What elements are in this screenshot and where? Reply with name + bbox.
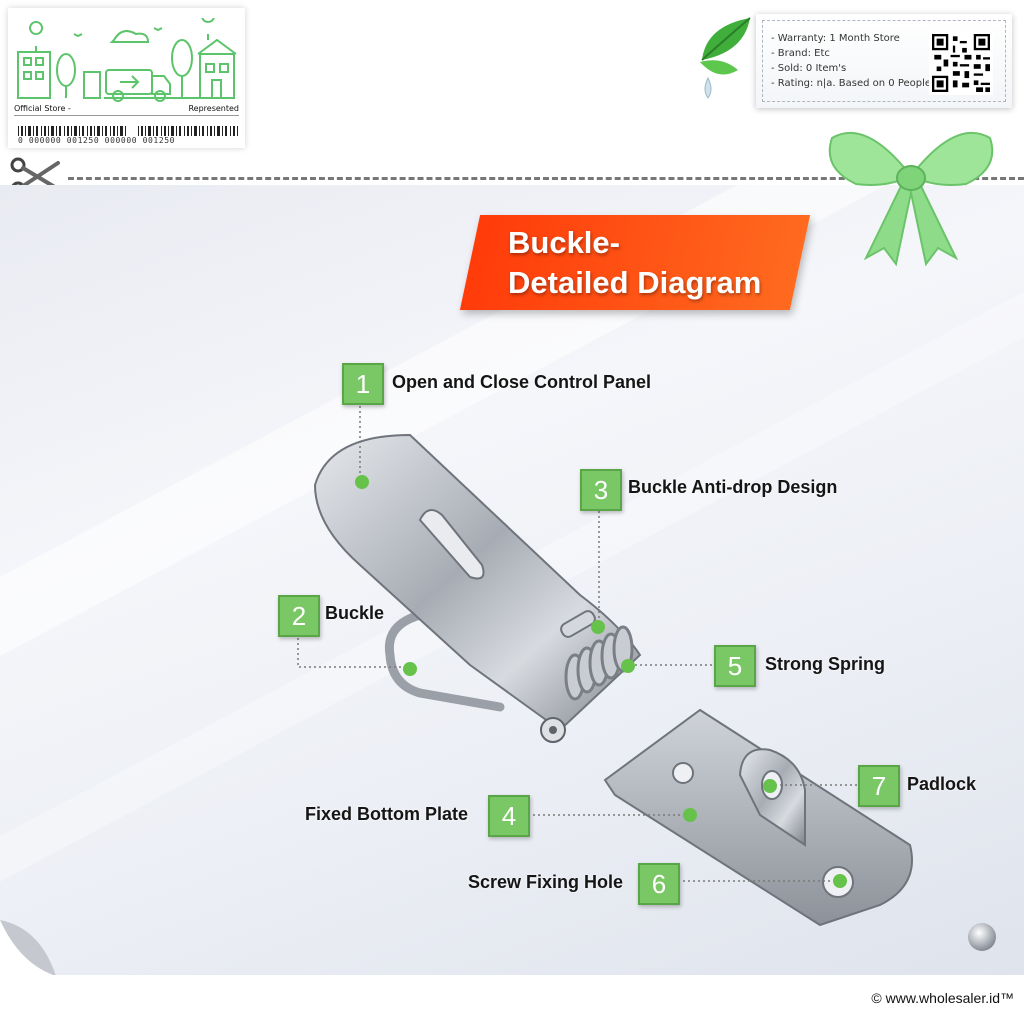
copyright-text: © www.wholesaler.id™ <box>871 990 1014 1006</box>
callout-1-badge: 1 <box>342 363 384 405</box>
rating-text: - Rating: n|a. Based on 0 People <box>771 78 932 89</box>
green-bow-icon <box>828 131 994 267</box>
barcode-number: 0 000000 001250 000000 001250 <box>18 136 176 145</box>
rivet-icon <box>968 923 996 951</box>
barcode-icon <box>18 126 238 136</box>
callout-2-label: Buckle <box>325 603 385 623</box>
point-2-dot <box>403 662 417 676</box>
sold-text: - Sold: 0 Item's <box>771 63 847 74</box>
title-line-2: Detailed Diagram <box>508 265 762 300</box>
callout-4-label: Fixed Bottom Plate <box>305 804 469 824</box>
point-4-dot <box>683 808 697 822</box>
cut-line <box>68 177 1024 180</box>
qr-code-icon <box>929 31 993 95</box>
point-5-dot <box>621 659 635 673</box>
diagram-panel: Buckle- Detailed Diagram <box>0 185 1024 975</box>
callout-1-label: Open and Close Control Panel <box>392 372 652 392</box>
callout-3-label: Buckle Anti-drop Design <box>628 477 838 497</box>
callout-7-label: Padlock <box>907 774 977 794</box>
point-6-dot <box>833 874 847 888</box>
city-illustration-icon <box>17 18 237 102</box>
store-card: Official Store - Represented 0 00000 <box>8 8 245 148</box>
point-3-dot <box>591 620 605 634</box>
callout-6-label: Screw Fixing Hole <box>468 872 624 892</box>
info-card-border: - Warranty: 1 Month Store - Brand: Etc -… <box>762 20 1006 102</box>
callout-4-badge: 4 <box>488 795 530 837</box>
leaf-icon <box>700 17 751 99</box>
title-line-1: Buckle- <box>508 225 620 260</box>
buckle-latch-illustration <box>313 433 913 927</box>
point-1-dot <box>355 475 369 489</box>
warranty-text: - Warranty: 1 Month Store <box>771 33 900 44</box>
callout-5-badge: 5 <box>714 645 756 687</box>
diagram-title: Buckle- Detailed Diagram <box>508 223 761 303</box>
callout-3-badge: 3 <box>580 469 622 511</box>
callout-7-badge: 7 <box>858 765 900 807</box>
represented-label: Represented <box>188 104 239 113</box>
product-info-card: - Warranty: 1 Month Store - Brand: Etc -… <box>756 14 1012 108</box>
info-lines: - Warranty: 1 Month Store - Brand: Etc -… <box>771 31 931 91</box>
callout-6-badge: 6 <box>638 863 680 905</box>
point-7-dot <box>763 779 777 793</box>
leader-lines <box>297 401 858 888</box>
callout-5-label: Strong Spring <box>765 654 885 674</box>
page-curl-icon <box>0 920 56 975</box>
official-store-label: Official Store - <box>14 104 71 113</box>
callout-2-badge: 2 <box>278 595 320 637</box>
brand-text: - Brand: Etc <box>771 48 830 59</box>
store-label-row: Official Store - Represented <box>14 104 239 116</box>
